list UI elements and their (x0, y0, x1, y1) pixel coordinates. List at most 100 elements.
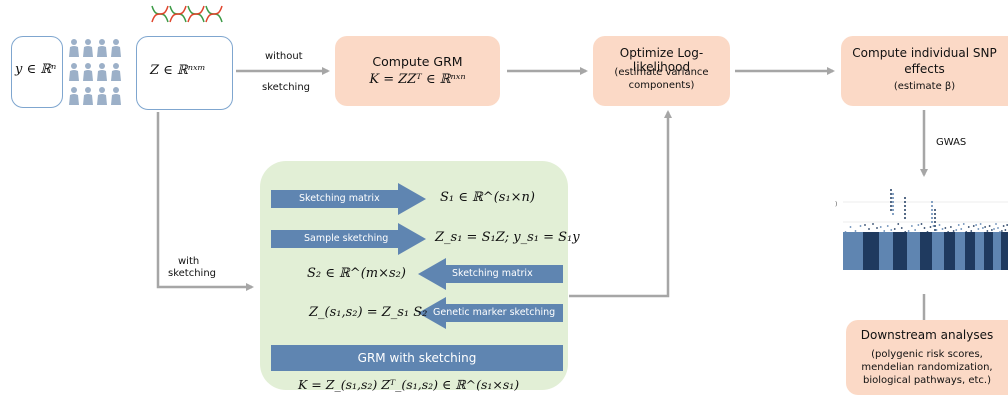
equation-k-sketched: K = Z_(s₁,s₂) Zᵀ_(s₁,s₂) ∈ ℝ^(s₁×s₁) (298, 377, 520, 392)
compute-snp-effects-box: Compute individual SNP effects (estimate… (841, 36, 1008, 106)
manhattan-peak-point (934, 213, 936, 215)
manhattan-point (988, 225, 991, 227)
manhattan-peak-point (904, 205, 906, 207)
manhattan-plot-image: ) (833, 180, 1008, 285)
person-head (99, 87, 105, 93)
manhattan-point (981, 227, 984, 229)
optimize-loglik-box: Optimize Log-likelihood (estimate varian… (593, 36, 730, 106)
manhattan-point (970, 230, 973, 232)
manhattan-point (960, 228, 963, 230)
manhattan-peak-point (892, 201, 894, 203)
manhattan-peak-point (904, 213, 906, 215)
manhattan-peak-point (904, 217, 906, 219)
manhattan-point (997, 227, 999, 229)
manhattan-peak-point (892, 197, 894, 199)
people-icon (69, 39, 121, 105)
sample-sketching-label: Sample sketching (304, 233, 389, 244)
without-label: without (265, 51, 303, 62)
manhattan-peak-point (931, 201, 933, 203)
person-head (71, 87, 77, 93)
manhattan-point (868, 228, 870, 230)
person-head (113, 63, 119, 69)
sketching-matrix-label-2: Sketching matrix (452, 268, 533, 279)
sketching-matrix-label-1: Sketching matrix (299, 193, 380, 204)
y-vector-label: y ∈ ℝⁿ (15, 62, 57, 77)
manhattan-point (977, 228, 980, 230)
optimize-loglik-sub1: (estimate variance (614, 67, 709, 78)
manhattan-peak-point (934, 229, 936, 231)
manhattan-chromosome-block (984, 232, 993, 270)
manhattan-point (923, 227, 926, 229)
manhattan-point (926, 231, 929, 233)
optimize-loglik-title: Optimize Log-likelihood (619, 46, 704, 74)
equation-zs1s2: Z_(s₁,s₂) = Z_s₁ S₂ (309, 305, 428, 320)
manhattan-chromosome-block (843, 232, 863, 270)
right-arrow-1 (271, 183, 426, 215)
manhattan-peak-point (892, 209, 894, 211)
compute-grm-title: Compute GRM (372, 54, 463, 69)
person-body (83, 70, 93, 81)
downstream-sub1: (polygenic risk scores, (871, 349, 983, 360)
manhattan-point (876, 227, 878, 229)
person-head (85, 87, 91, 93)
compute-snp-title1: Compute individual SNP (852, 46, 997, 60)
person-head (85, 39, 91, 45)
with-sketching-label: sketching (168, 268, 217, 279)
manhattan-chromosome-block (993, 232, 1001, 270)
dna-icon (151, 5, 223, 23)
genetic-marker-sketching-label: Genetic marker sketching (433, 307, 556, 318)
manhattan-peak-point (890, 189, 892, 191)
y-vector-bracket (11, 36, 63, 108)
manhattan-peak-point (890, 201, 892, 203)
manhattan-point (890, 229, 893, 231)
with-label: with (178, 256, 200, 267)
person-body (69, 70, 79, 81)
manhattan-point (986, 230, 989, 232)
manhattan-point (938, 224, 941, 226)
manhattan-peak-point (904, 197, 906, 199)
manhattan-point (972, 225, 975, 227)
manhattan-point (920, 223, 923, 225)
manhattan-point (995, 223, 997, 225)
manhattan-peak-point (892, 213, 894, 215)
manhattan-point (944, 227, 947, 229)
manhattan-point (984, 226, 987, 228)
manhattan-peak-point (931, 221, 933, 223)
manhattan-chromosome-block (1001, 232, 1008, 270)
person-body (111, 70, 121, 81)
arrow-sketch-to-loglik (569, 110, 672, 298)
downstream-title: Downstream analyses (860, 328, 994, 342)
manhattan-peak-point (931, 209, 933, 211)
compute-snp-sub: (estimate β) (893, 81, 956, 92)
person-head (99, 39, 105, 45)
manhattan-chromosome-block (920, 232, 932, 270)
compute-grm-box: Compute GRM K = ZZᵀ ∈ ℝⁿˣⁿ (335, 36, 500, 106)
gwas-label: GWAS (936, 137, 967, 148)
arrow-with-sketching (156, 112, 254, 291)
manhattan-point (914, 229, 917, 231)
manhattan-point (967, 226, 970, 228)
manhattan-point (900, 227, 903, 229)
manhattan-point (849, 226, 852, 228)
sketching-arrows (271, 183, 563, 329)
downstream-analyses-box: Downstream analyses (polygenic risk scor… (846, 320, 1008, 395)
person-head (85, 63, 91, 69)
manhattan-peak-point (934, 221, 936, 223)
manhattan-chromosome-block (975, 232, 984, 270)
manhattan-point (999, 231, 1001, 233)
person-body (111, 46, 121, 57)
manhattan-chromosome-block (955, 232, 965, 270)
person-body (83, 94, 93, 105)
manhattan-point (979, 223, 982, 225)
left-arrow-3 (418, 258, 563, 290)
manhattan-peak-point (934, 225, 936, 227)
person-head (71, 39, 77, 45)
right-arrow-2 (271, 223, 426, 255)
manhattan-point (904, 231, 907, 233)
manhattan-peak-point (931, 213, 933, 215)
left-arrow-4 (418, 297, 563, 329)
manhattan-point (962, 223, 965, 225)
manhattan-point (932, 225, 935, 227)
person-body (69, 94, 79, 105)
